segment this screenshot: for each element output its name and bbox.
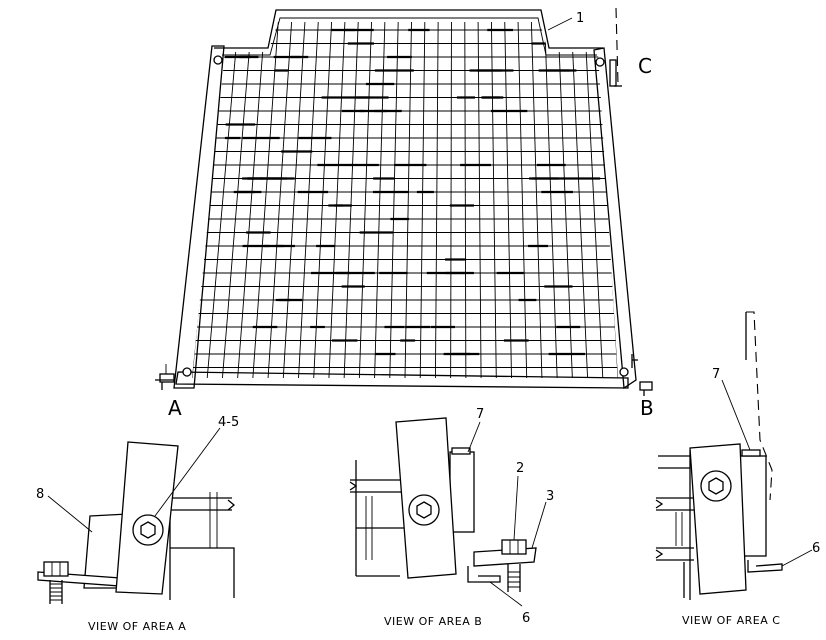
mesh-wire-vertical — [477, 22, 482, 378]
mesh-wire-vertical — [389, 22, 399, 378]
label-part-8: 8 — [36, 487, 44, 502]
label-part-4-5: 4-5 — [218, 415, 239, 430]
label-part-7-c: 7 — [712, 367, 720, 382]
wire-mesh — [192, 22, 618, 378]
mesh-wire-vertical — [358, 22, 372, 378]
label-part-1: 1 — [576, 11, 584, 26]
mesh-wire-vertical — [584, 22, 604, 378]
bolt-bottom-right — [619, 367, 629, 377]
mesh-wire-vertical — [221, 22, 253, 378]
caption-view-a: VIEW OF AREA A — [88, 620, 186, 633]
mesh-wire-vertical — [490, 22, 497, 378]
mesh-wire-vertical — [282, 22, 306, 378]
mesh-wire-vertical — [504, 22, 512, 378]
label-part-6-c: 6 — [812, 541, 820, 556]
label-part-6-b: 6 — [522, 611, 530, 626]
label-area-b: B — [640, 396, 654, 420]
right-post — [593, 47, 637, 390]
mesh-wire-vertical — [298, 22, 319, 378]
mesh-wire-vertical — [374, 22, 386, 378]
caption-view-c: VIEW OF AREA C — [682, 614, 780, 627]
mesh-wire-vertical — [313, 22, 333, 378]
hardware-area-a — [155, 364, 175, 390]
hardware-area-b — [631, 354, 653, 396]
screen-frame — [214, 9, 603, 49]
bottom-rail — [175, 371, 629, 389]
bolt-bottom-left — [182, 367, 192, 377]
screen-assembly — [155, 7, 653, 396]
detail-view-a — [37, 427, 236, 604]
mesh-wire-vertical — [570, 22, 589, 378]
mesh-wire-vertical — [530, 22, 543, 378]
mesh-wire-vertical — [464, 22, 467, 378]
mesh-wire-vertical — [450, 22, 452, 378]
mesh-wire-vertical — [237, 22, 266, 378]
caption-view-b: VIEW OF AREA B — [384, 615, 482, 628]
leader-part-1 — [547, 17, 573, 31]
label-area-a: A — [168, 396, 182, 420]
post-view-c — [689, 443, 747, 595]
label-part-2: 2 — [516, 461, 524, 476]
mesh-wire-vertical — [557, 22, 573, 378]
mesh-wire-vertical — [419, 22, 426, 378]
label-area-c: C — [638, 54, 652, 78]
mesh-wire-vertical — [206, 22, 239, 378]
mesh-wire-vertical — [404, 22, 412, 378]
hardware-area-c — [609, 7, 622, 87]
left-post — [173, 45, 225, 389]
label-part-3: 3 — [546, 489, 554, 504]
bolt-top-left — [213, 55, 223, 65]
mesh-wire-vertical — [434, 22, 439, 378]
detail-view-c — [655, 311, 813, 600]
mesh-wire-vertical — [252, 22, 279, 378]
mesh-wire-vertical — [267, 22, 293, 378]
bolt-top-right — [595, 57, 605, 67]
mesh-wire-vertical — [328, 22, 346, 378]
mesh-wire-vertical — [517, 22, 528, 378]
mesh-wire-vertical — [544, 22, 558, 378]
mesh-wire-vertical — [343, 22, 359, 378]
label-part-7-b: 7 — [476, 407, 484, 422]
detail-view-b — [349, 417, 547, 607]
